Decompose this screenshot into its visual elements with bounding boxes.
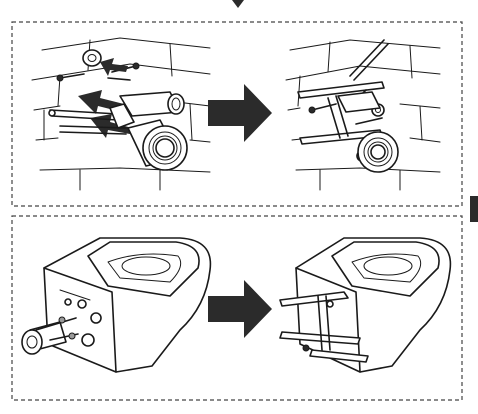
- step-1-panel: [11, 21, 463, 207]
- top-chevron-icon: [232, 0, 244, 8]
- wall-plug-ring: [82, 49, 102, 67]
- toilet-bowl-left: [21, 237, 212, 373]
- step-arrow-2: [208, 280, 272, 338]
- step-2-panel: [11, 215, 463, 401]
- toilet-bowl-right: [279, 237, 452, 373]
- drain-pipe-installed: [337, 91, 399, 173]
- screws-top: [56, 62, 140, 82]
- fixing-rods: [48, 109, 127, 135]
- wall-right: [285, 39, 441, 191]
- step-arrow-1: [208, 84, 272, 142]
- side-tab: [470, 196, 478, 222]
- drain-pipe: [109, 91, 188, 171]
